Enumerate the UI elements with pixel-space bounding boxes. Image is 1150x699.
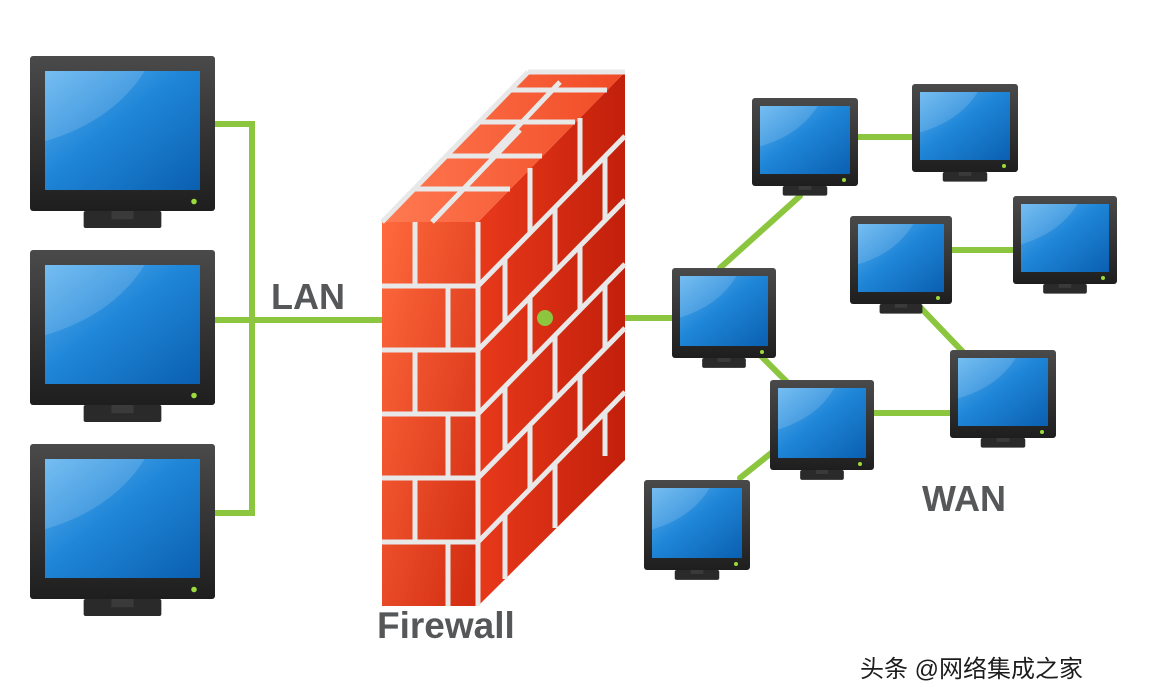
wan-computer-icon xyxy=(912,84,1018,182)
computers xyxy=(30,56,1117,617)
lan-computer-icon xyxy=(30,250,215,423)
wan-computer-icon xyxy=(672,268,776,368)
wan-link xyxy=(915,302,966,355)
wan-computer-icon xyxy=(1013,196,1117,294)
firewall-label: Firewall xyxy=(377,605,515,646)
wan-link xyxy=(717,193,803,271)
lan-links xyxy=(211,121,385,516)
lan-label: LAN xyxy=(271,276,345,317)
lan-computer-icon xyxy=(30,56,215,229)
watermark: 头条 @网络集成之家 xyxy=(860,656,1084,683)
wan-computer-icon xyxy=(770,380,874,480)
wan-computer-icon xyxy=(752,98,858,196)
wan-computer-icon xyxy=(850,216,952,314)
wan-computer-icon xyxy=(644,480,750,580)
firewall-wall xyxy=(380,69,627,606)
firewall-port xyxy=(537,310,553,326)
wan-computer-icon xyxy=(950,350,1056,448)
wan-label: WAN xyxy=(922,478,1006,519)
lan-computer-icon xyxy=(30,444,215,617)
wan-link xyxy=(737,447,778,481)
